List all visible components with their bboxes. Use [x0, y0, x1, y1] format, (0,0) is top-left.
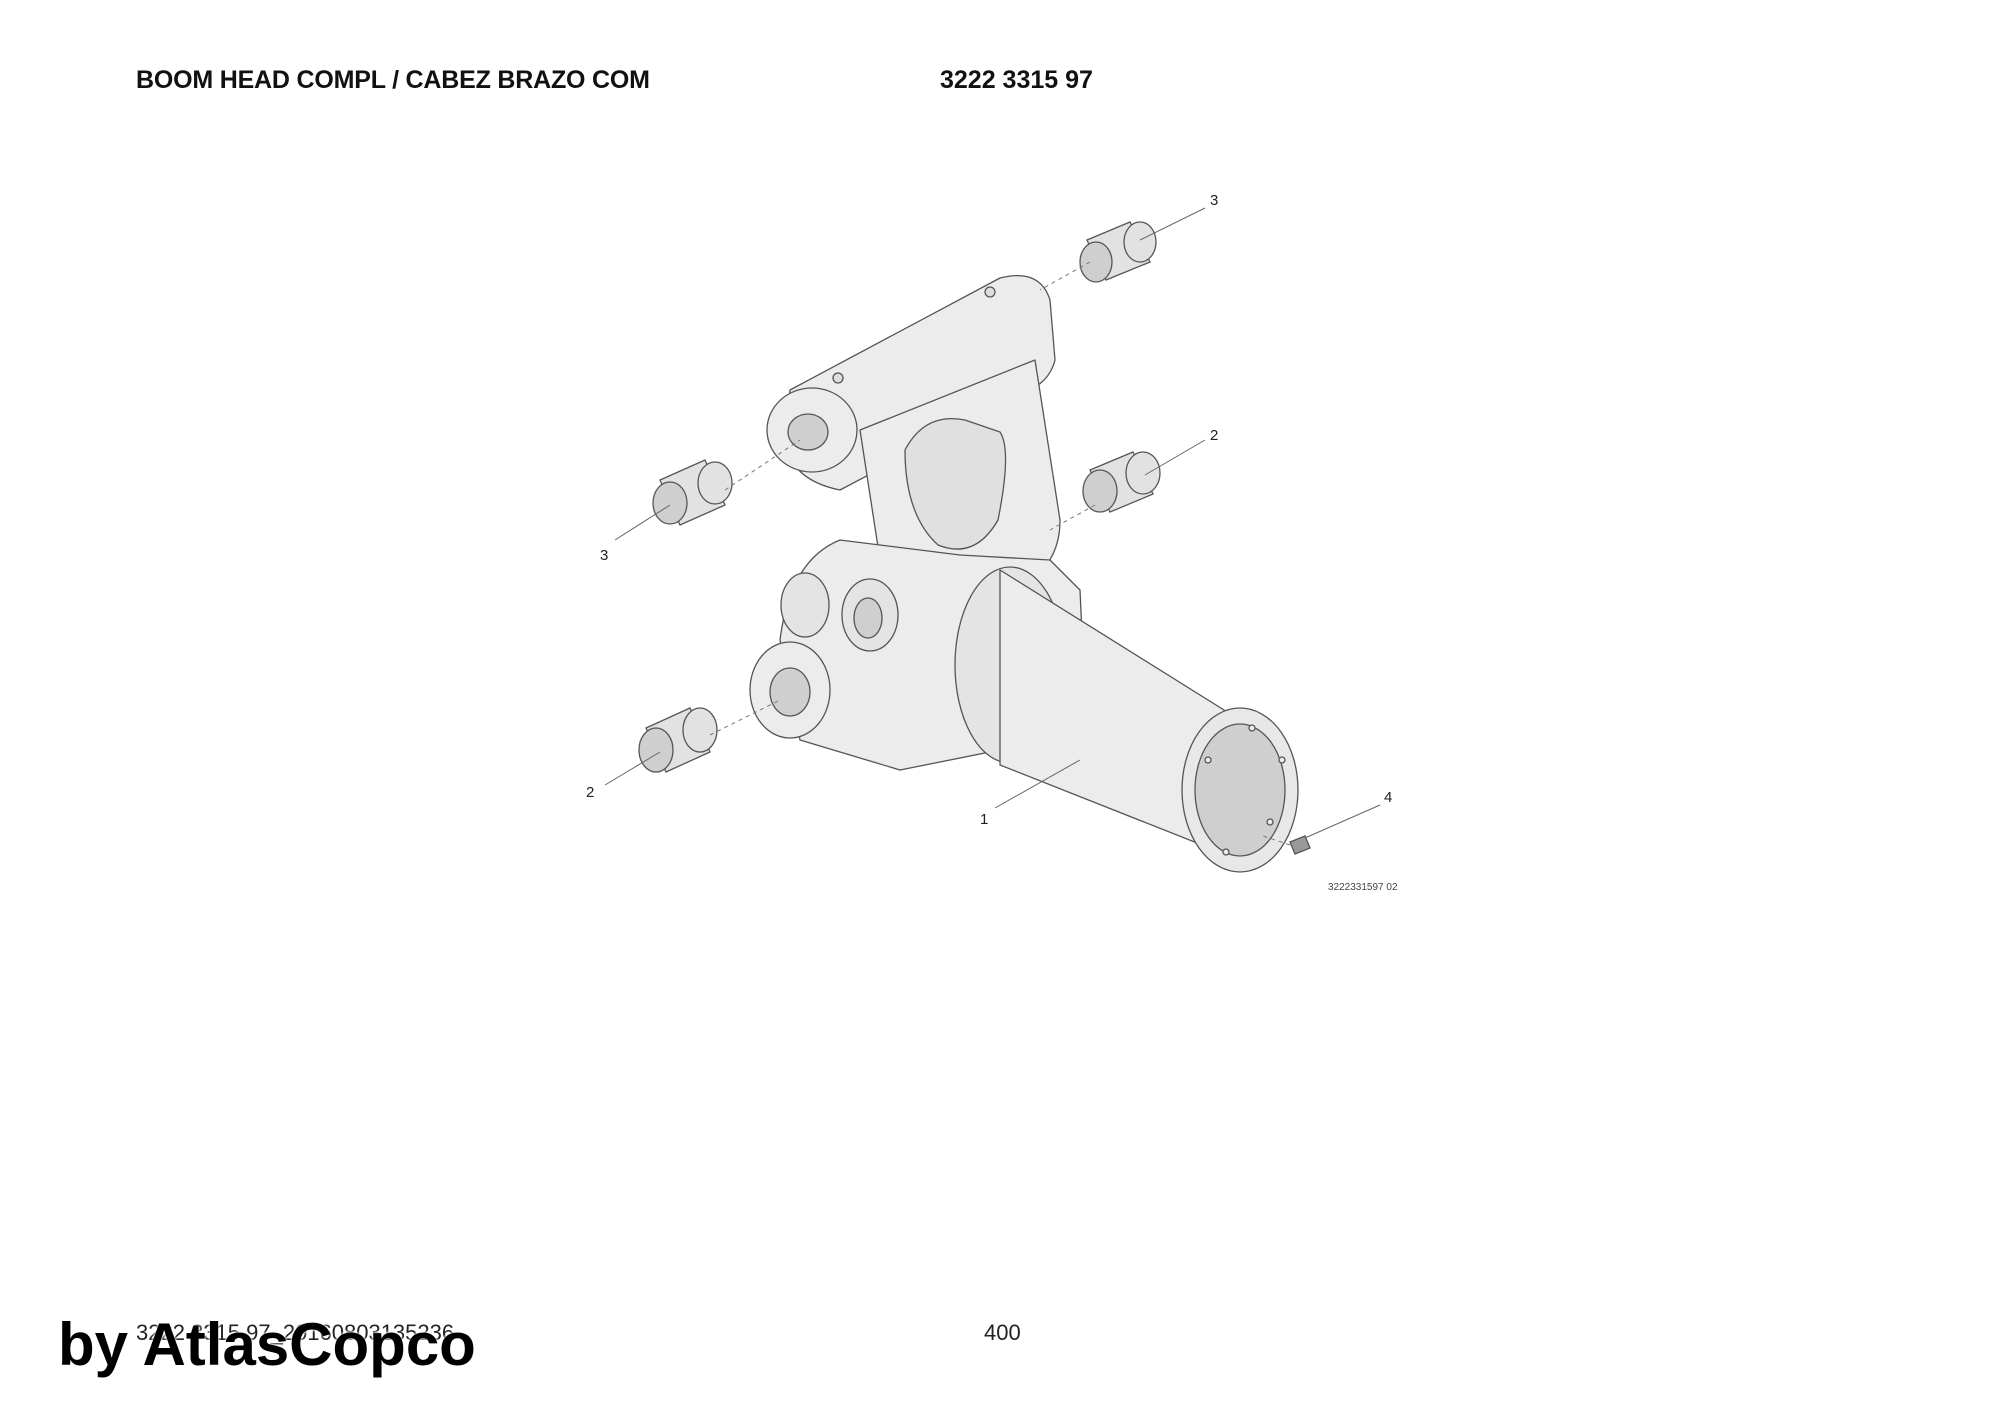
callout-2-left: 2: [586, 784, 594, 801]
tube-end-face: [1194, 723, 1286, 857]
arm-left-bore: [787, 413, 829, 451]
bushing-item-3-left: [652, 459, 733, 526]
watermark: by AtlasCopco: [58, 1311, 476, 1378]
bushing-item-2-left: [638, 707, 718, 773]
body-eye-left: [780, 572, 830, 638]
gusset-window: [904, 418, 1007, 550]
callout-2-right: 2: [1210, 427, 1218, 444]
body-bore-right: [853, 597, 883, 639]
page-title: BOOM HEAD COMPL / CABEZ BRAZO COM: [136, 66, 650, 94]
callout-3-top: 3: [1210, 192, 1218, 209]
bushing-item-3-top: [1079, 221, 1157, 283]
lower-lug-bore: [769, 667, 811, 717]
callout-4: 4: [1384, 789, 1392, 806]
part-number: 3222 3315 97: [940, 66, 1093, 94]
document-id: 3222 3315 97_20160803135236: [136, 1320, 455, 1345]
drawing-reference-code: 3222331597 02: [1328, 882, 1398, 893]
grease-nipple-item-4: [1289, 835, 1311, 855]
bushing-item-2-right: [1082, 451, 1161, 513]
callout-1: 1: [980, 811, 988, 828]
page-number: 400: [984, 1320, 1021, 1345]
callout-3-left: 3: [600, 547, 608, 564]
